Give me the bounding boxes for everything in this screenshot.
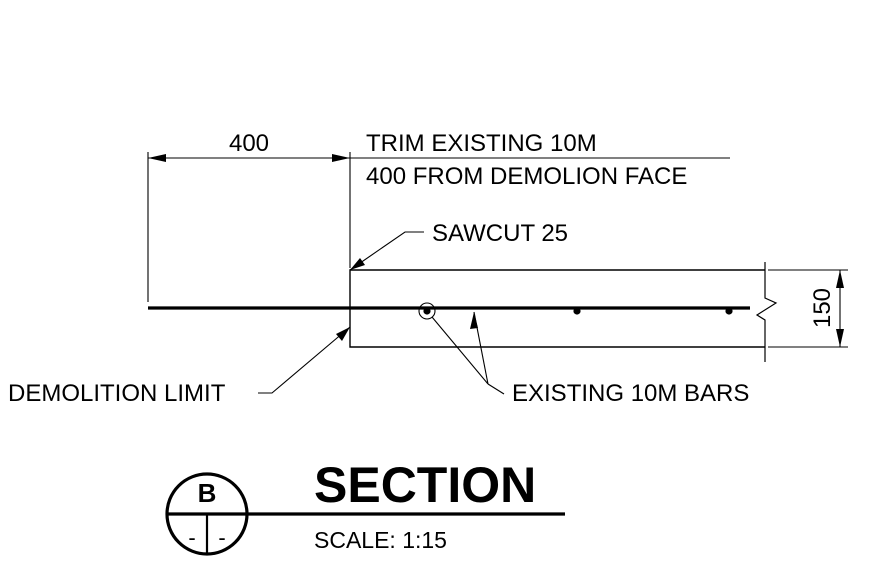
- arrowhead: [350, 258, 365, 270]
- bubble-sheet-right: -: [218, 525, 225, 550]
- arrowhead: [332, 154, 350, 162]
- trim-note-line1: TRIM EXISTING 10M: [366, 130, 597, 157]
- dimension-150: 150: [768, 269, 848, 348]
- break-line: [755, 262, 778, 362]
- sawcut-note: SAWCUT 25: [349, 220, 568, 271]
- section-title: SECTION: [314, 457, 536, 513]
- dimension-400: 400: [147, 130, 351, 302]
- arrowhead: [836, 329, 844, 347]
- bar-dot: [725, 307, 733, 315]
- arrowhead: [470, 312, 478, 329]
- trim-note-line2: 400 FROM DEMOLION FACE: [366, 163, 687, 190]
- bar-dot: [423, 307, 431, 315]
- trim-note: TRIM EXISTING 10M 400 FROM DEMOLION FACE: [350, 130, 730, 190]
- section-scale: SCALE: 1:15: [314, 527, 447, 553]
- existing-bars-text: EXISTING 10M BARS: [512, 380, 749, 407]
- bar-dot: [573, 307, 581, 315]
- demolition-limit-note: DEMOLITION LIMIT: [8, 326, 351, 407]
- arrowhead: [148, 154, 166, 162]
- dimension-150-text: 150: [809, 288, 836, 328]
- bar-highlight-circle: [418, 302, 436, 320]
- demolition-limit-text: DEMOLITION LIMIT: [8, 380, 226, 407]
- title-block: B - - SECTION SCALE: 1:15: [165, 457, 565, 556]
- bubble-sheet-left: -: [188, 525, 195, 550]
- dimension-400-text: 400: [229, 130, 269, 157]
- sawcut-text: SAWCUT 25: [432, 220, 568, 247]
- section-letter: B: [198, 478, 217, 508]
- arrowhead: [836, 270, 844, 288]
- arrowhead: [336, 327, 350, 341]
- existing-bars-note: EXISTING 10M BARS: [431, 311, 749, 407]
